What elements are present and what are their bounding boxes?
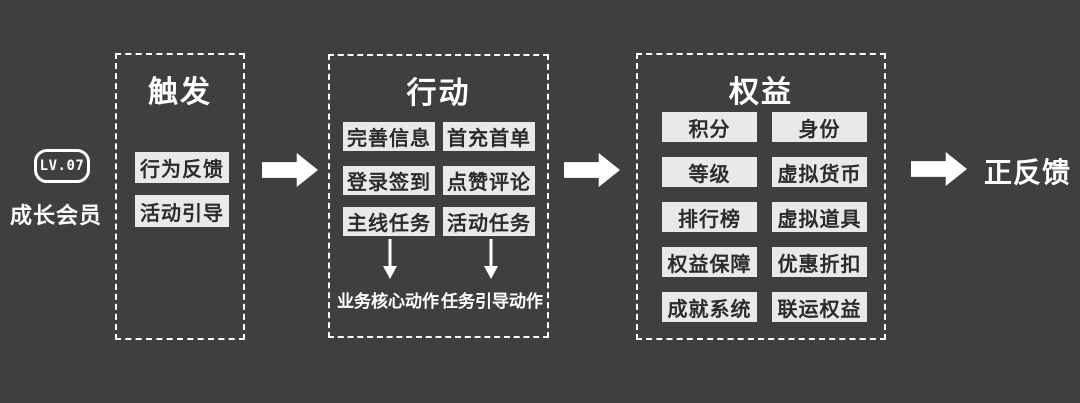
stage-title-benefit: 权益 (729, 76, 793, 109)
trigger-item-behavior-feedback: 行为反馈 (135, 152, 229, 183)
trigger-item-activity-guide: 活动引导 (135, 195, 229, 227)
benefit-item-virtual-props: 虚拟道具 (772, 202, 867, 232)
down-arrow-icon (484, 239, 498, 279)
positive-feedback-label: 正反馈 (983, 157, 1071, 188)
action-item-like-comment: 点赞评论 (443, 166, 535, 195)
flow-arrow-right-icon (911, 152, 967, 186)
benefit-item-discount: 优惠折扣 (772, 247, 867, 277)
benefit-item-identity: 身份 (772, 112, 867, 142)
benefit-item-leaderboard: 排行榜 (662, 202, 757, 232)
stage-box-action: 行动 完善信息 首充首单 登录签到 点赞评论 主线任务 活动任务 业务核心动作 … (328, 54, 549, 338)
footnote-core-business-action: 业务核心动作 (337, 292, 439, 311)
stage-title-trigger: 触发 (148, 76, 212, 109)
benefit-item-joint-benefit: 联运权益 (772, 292, 867, 322)
flow-arrow-right-icon (564, 153, 620, 187)
stage-box-trigger: 触发 行为反馈 活动引导 (115, 53, 245, 340)
action-item-activity-task: 活动任务 (443, 207, 535, 236)
flow-arrow-right-icon (262, 153, 318, 187)
benefit-item-rights-guarantee: 权益保障 (662, 247, 757, 277)
stage-box-benefit: 权益 积分 身份 等级 虚拟货币 排行榜 虚拟道具 权益保障 优惠折扣 成就系统… (636, 53, 886, 340)
action-item-first-purchase: 首充首单 (443, 122, 535, 151)
footnote-task-guided-action: 任务引导动作 (441, 292, 543, 311)
action-item-login-checkin: 登录签到 (343, 166, 435, 195)
level-badge-label: LV.07 (39, 158, 85, 174)
action-item-complete-info: 完善信息 (343, 122, 435, 151)
stage-title-action: 行动 (406, 77, 471, 110)
benefit-item-virtual-currency: 虚拟货币 (772, 157, 867, 187)
action-item-main-task: 主线任务 (343, 207, 435, 236)
level-badge-icon: LV.07 (34, 149, 90, 183)
member-name-label: 成长会员 (9, 203, 102, 228)
benefit-item-level: 等级 (662, 157, 757, 187)
benefit-item-achievement: 成就系统 (662, 292, 757, 322)
benefit-item-points: 积分 (662, 112, 757, 142)
down-arrow-icon (383, 239, 397, 279)
